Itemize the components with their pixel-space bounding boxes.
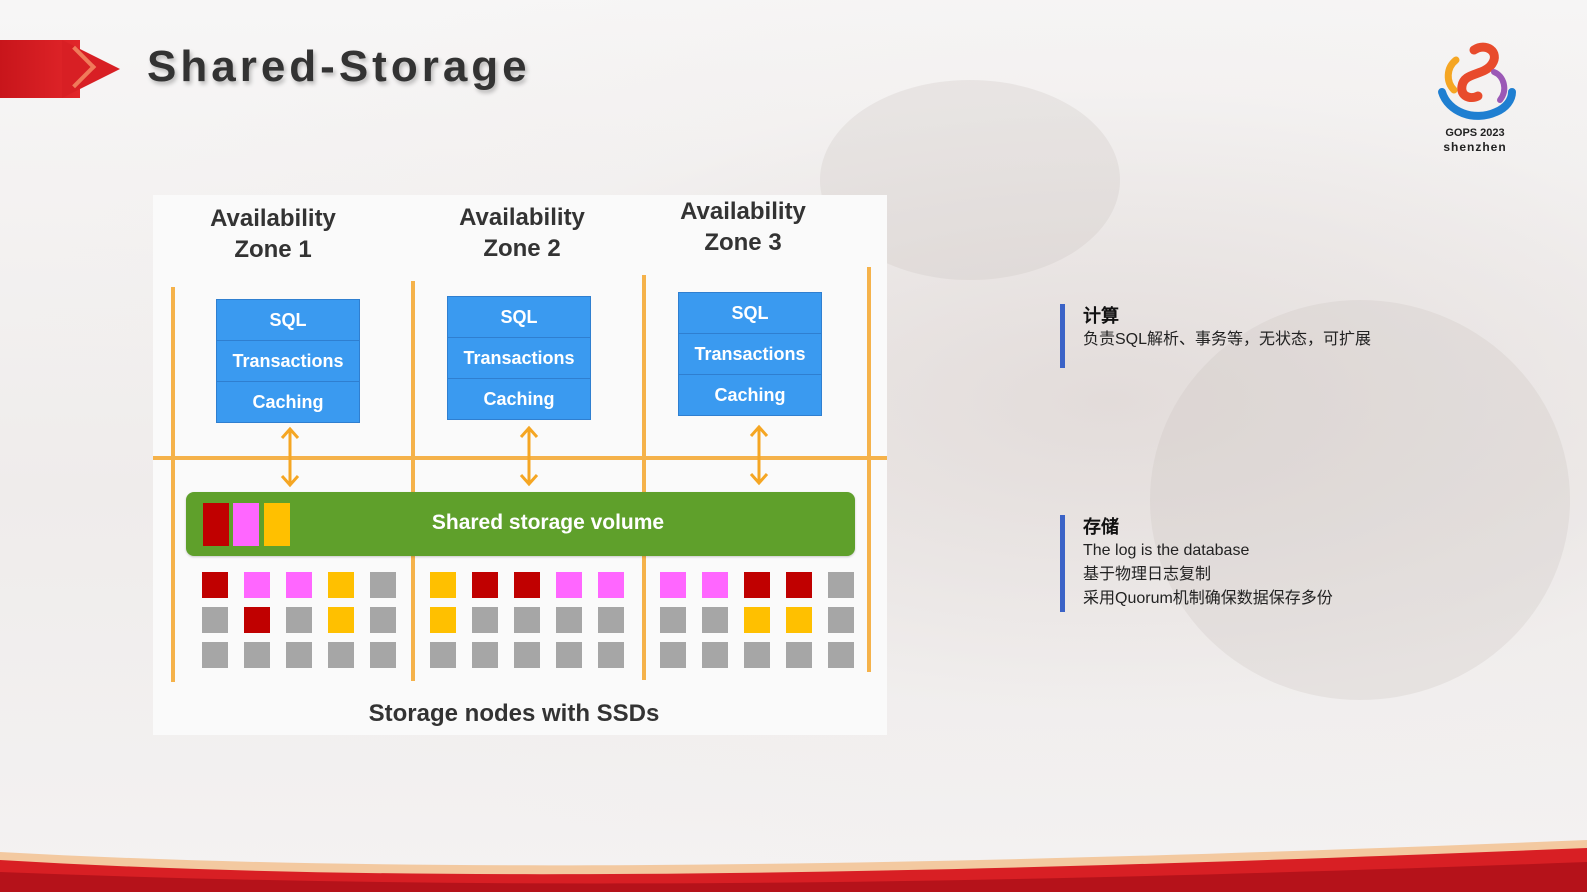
storage-node-block [828,642,854,668]
storage-node-block [660,607,686,633]
storage-node-block [370,572,396,598]
network-line [153,456,887,460]
volume-block [233,503,259,546]
storage-node-block [328,642,354,668]
storage-node-block [514,572,540,598]
storage-note-line: 采用Quorum机制确保数据保存多份 [1083,590,1333,607]
zone-1-label: Availability Zone 1 [210,205,336,263]
zone-2-label: Availability Zone 2 [459,204,585,262]
logo-title: GOPS 2023 [1445,127,1505,139]
compute-stack-zone-2: SQL Transactions Caching [447,296,591,420]
storage-note: 存储 The log is the database 基于物理日志复制 采用Qu… [1060,515,1333,612]
transactions-layer: Transactions [216,340,360,382]
storage-node-block [430,642,456,668]
storage-node-block [556,607,582,633]
gops-logo: GOPS 2023 shenzhen [1432,42,1518,154]
storage-node-block [556,642,582,668]
shared-storage-volume: Shared storage volume [186,492,855,556]
storage-node-block [514,642,540,668]
storage-node-block [514,607,540,633]
zone-divider [867,267,871,672]
storage-node-block [556,572,582,598]
zone-divider [642,275,646,680]
background-blur-shape [1150,300,1570,700]
logo-subtitle: shenzhen [1443,140,1507,154]
storage-node-block [660,572,686,598]
gops-logo-icon [1438,42,1516,120]
architecture-diagram: Availability Zone 1 Availability Zone 2 … [153,195,887,735]
storage-node-block [202,572,228,598]
storage-node-block [328,572,354,598]
storage-nodes-label: Storage nodes with SSDs [368,700,660,727]
storage-node-block [472,642,498,668]
compute-note: 计算 负责SQL解析、事务等，无状态，可扩展 [1060,304,1371,368]
zone-divider [171,287,175,682]
storage-node-block [702,572,728,598]
volume-block [203,503,229,546]
storage-node-block [744,607,770,633]
storage-note-line: 基于物理日志复制 [1083,566,1212,583]
storage-node-block [786,642,812,668]
storage-node-block [286,642,312,668]
storage-node-block [244,572,270,598]
caching-layer: Caching [216,381,360,423]
slide-title: Shared-Storage [147,42,531,91]
storage-node-block [702,642,728,668]
zone-divider [411,281,415,681]
sql-layer: SQL [216,299,360,341]
storage-node-block [598,572,624,598]
storage-node-block [702,607,728,633]
storage-node-block [430,607,456,633]
storage-node-block [244,642,270,668]
shared-storage-volume-label: Shared storage volume [431,511,665,534]
storage-node-block [598,607,624,633]
volume-block [264,503,290,546]
sql-layer: SQL [678,292,822,334]
storage-node-block [744,642,770,668]
storage-node-block [202,642,228,668]
sql-layer: SQL [447,296,591,338]
storage-node-block [328,607,354,633]
zone-3-label: Availability Zone 3 [680,198,806,256]
compute-stack-zone-1: SQL Transactions Caching [216,299,360,423]
storage-node-block [202,607,228,633]
footer-wave-banner [0,840,1587,892]
bidirectional-arrow-icon [280,426,300,488]
storage-note-line: The log is the database [1083,542,1250,559]
storage-node-block [786,607,812,633]
storage-note-heading: 存储 [1083,517,1119,537]
storage-node-block [286,607,312,633]
caching-layer: Caching [678,374,822,416]
title-ribbon-arrow [62,40,120,98]
compute-note-line: 负责SQL解析、事务等，无状态，可扩展 [1083,331,1372,348]
storage-node-block [286,572,312,598]
compute-stack-zone-3: SQL Transactions Caching [678,292,822,416]
bidirectional-arrow-icon [749,424,769,486]
storage-node-block [786,572,812,598]
transactions-layer: Transactions [678,333,822,375]
storage-node-block [244,607,270,633]
transactions-layer: Transactions [447,337,591,379]
caching-layer: Caching [447,378,591,420]
compute-note-heading: 计算 [1083,306,1119,326]
storage-node-block [828,572,854,598]
storage-node-block [598,642,624,668]
storage-node-block [828,607,854,633]
storage-node-block [370,607,396,633]
storage-node-block [472,607,498,633]
storage-node-block [472,572,498,598]
storage-node-block [430,572,456,598]
bidirectional-arrow-icon [519,425,539,487]
storage-node-block [660,642,686,668]
storage-node-block [370,642,396,668]
storage-node-block [744,572,770,598]
